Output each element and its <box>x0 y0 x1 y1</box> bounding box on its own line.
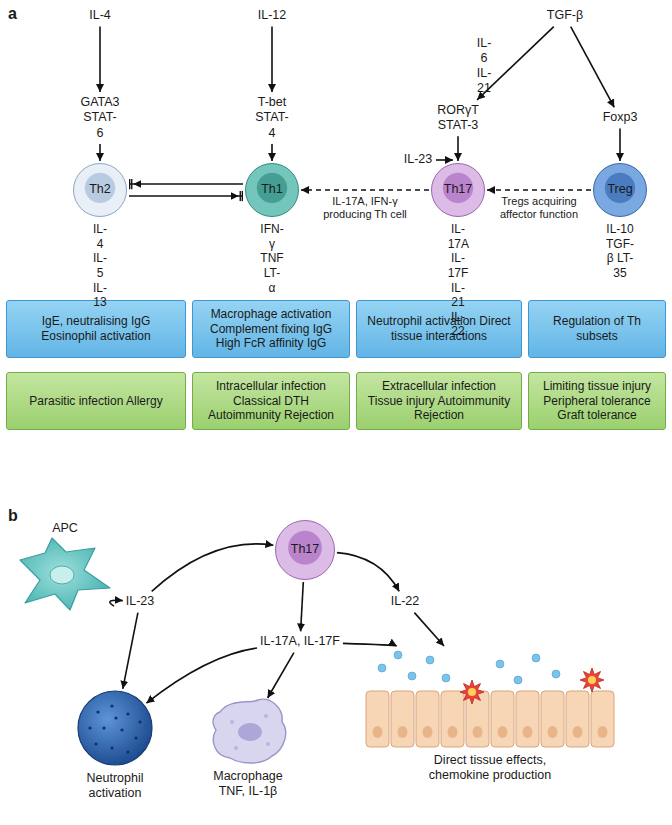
node-label: IL-23 <box>126 594 155 609</box>
node-label: Foxp3 <box>603 110 638 125</box>
function-box: Extracellular infection Tissue injury Au… <box>356 372 522 430</box>
arrow-connector <box>99 27 101 93</box>
indicator-arrow <box>436 159 453 161</box>
node-label: Macrophage activation Complement fixing … <box>200 307 342 351</box>
text-node: IL-4 <box>89 8 111 23</box>
function-box: Regulation of Th subsets <box>528 300 666 358</box>
arrow-connector <box>110 600 123 606</box>
cell-node: Th1IFN-γ TNF LT-α <box>245 163 299 217</box>
cell-illustration-node: Direct tissue effects, chemokine product… <box>365 648 615 748</box>
node-label: Neutrophil activation Direct tissue inte… <box>364 314 514 343</box>
arrow-connector <box>337 553 399 592</box>
cell-illustration-node: Neutrophil activation <box>77 690 153 766</box>
text-node: IL-17A, IL-17F <box>260 634 340 649</box>
cytokine-list: IL-10 TGF-β LT-35 <box>606 222 634 281</box>
epithelium <box>365 651 615 748</box>
arrow-connector <box>268 653 294 698</box>
node-label: Extracellular infection Tissue injury Au… <box>364 379 514 423</box>
text-node: T-bet STAT-4 <box>255 95 289 141</box>
macrophage <box>213 699 286 763</box>
node-label: Limiting tissue injury Peripheral tolera… <box>536 379 658 423</box>
node-label: Parasitic infection Allergy <box>29 394 162 409</box>
cell-node: Th17 <box>275 520 335 580</box>
node-label: Intracellular infection Classical DTH Au… <box>200 379 342 423</box>
text-node: IL-22 <box>391 594 420 609</box>
arrow-connector <box>477 27 554 100</box>
arrow-connector <box>619 129 621 161</box>
cell-node: Th17IL-17A IL-17F IL-21 IL-22 <box>431 163 485 217</box>
node-label: T-bet STAT-4 <box>255 95 289 141</box>
cytokine-list: IL-4 IL-5 IL-13 <box>93 222 107 310</box>
arrow-connector <box>301 582 304 631</box>
function-box: Limiting tissue injury Peripheral tolera… <box>528 372 666 430</box>
cytokine-list: IFN-γ TNF LT-α <box>260 222 283 295</box>
function-box: Parasitic infection Allergy <box>6 372 186 430</box>
text-node: TGF-β <box>547 8 583 23</box>
function-box: Neutrophil activation Direct tissue inte… <box>356 300 522 358</box>
node-label: Regulation of Th subsets <box>536 314 658 343</box>
cytokine-label: IL-23 <box>404 152 433 167</box>
node-label: RORγT STAT-3 <box>437 103 478 134</box>
cell-illustration-node: Macrophage TNF, IL-1β <box>212 700 284 764</box>
node-label: TGF-β <box>547 8 583 23</box>
cell-node: TregIL-10 TGF-β LT-35 <box>593 163 647 217</box>
arrow-connector <box>271 144 273 161</box>
arrow-connector <box>301 189 429 191</box>
edge-label: IL-17A, IFN-γ producing Th cell <box>313 195 417 222</box>
inhibition-connector <box>129 195 243 197</box>
node-label: IL-17A, IL-17F <box>260 634 340 649</box>
node-label: Neutrophil activation <box>70 771 160 802</box>
node-label: IL-22 <box>391 594 420 609</box>
arrow-connector <box>571 27 615 108</box>
text-node: IL-23 <box>126 594 155 609</box>
cell-node: Th2IL-4 IL-5 IL-13 <box>73 163 127 217</box>
arrow-connector <box>343 643 397 646</box>
cell-illustration-node: APC <box>18 538 112 614</box>
text-node: IL-12 <box>258 8 287 23</box>
arrow-connector <box>152 544 274 592</box>
node-label: IL-4 <box>89 8 111 23</box>
node-label: IgE, neutralising IgG Eosinophil activat… <box>14 314 178 343</box>
node-label: Th2 <box>89 182 111 197</box>
node-label: Th17 <box>291 542 320 557</box>
arrow-connector <box>487 189 591 191</box>
node-label: APC <box>35 521 95 536</box>
neutrophil <box>78 691 152 765</box>
node-label: IL-12 <box>258 8 287 23</box>
arrow-connector <box>99 144 101 161</box>
arrow-connector <box>123 613 138 689</box>
panel-letter: a <box>8 4 17 24</box>
arrow-connector <box>457 136 459 161</box>
function-box: Macrophage activation Complement fixing … <box>192 300 350 358</box>
text-node: GATA3 STAT-6 <box>80 95 119 141</box>
text-node: RORγT STAT-3 <box>437 103 478 134</box>
inhibition-connector <box>129 183 243 185</box>
panel-letter: b <box>8 506 18 526</box>
node-label: Treg <box>607 182 632 197</box>
arrow-connector <box>146 648 257 703</box>
function-box: Intracellular infection Classical DTH Au… <box>192 372 350 430</box>
node-label: Direct tissue effects, chemokine product… <box>405 753 575 784</box>
arrow-connector <box>271 27 273 93</box>
apc-cell <box>20 538 110 610</box>
cytokine-label: IL-6 IL-21 <box>477 36 492 97</box>
node-label: GATA3 STAT-6 <box>80 95 119 141</box>
edge-label: Tregs acquiring affector function <box>487 195 591 222</box>
text-node: Foxp3 <box>603 110 638 125</box>
arrow-connector <box>414 613 444 646</box>
node-label: Macrophage TNF, IL-1β <box>203 769 293 800</box>
node-label: Th17 <box>444 182 473 197</box>
node-label: Th1 <box>261 182 283 197</box>
